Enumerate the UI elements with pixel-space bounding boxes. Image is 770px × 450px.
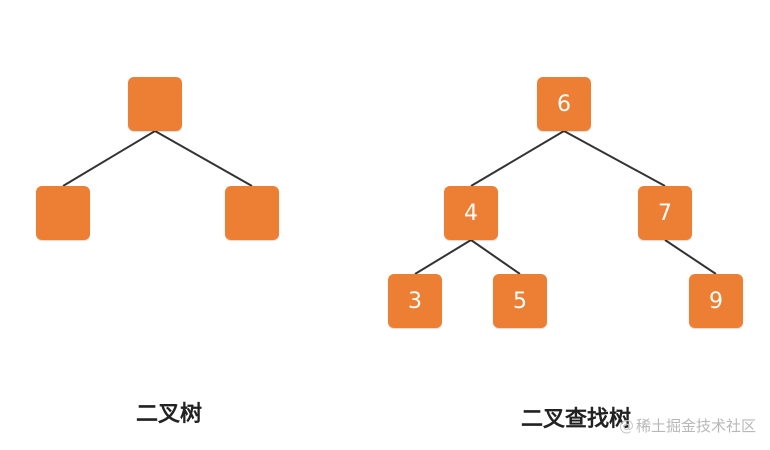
- edge-bst-6-7: [563, 130, 666, 187]
- bst-node-3: 3: [388, 274, 442, 328]
- bt-right-node: [225, 186, 279, 240]
- edge-bst-4-5: [470, 239, 521, 275]
- bt-root-node: [128, 77, 182, 131]
- watermark: @稀土掘金技术社区: [619, 415, 756, 436]
- watermark-text: 稀土掘金技术社区: [635, 417, 756, 435]
- edge-bst-6-4: [470, 130, 565, 187]
- edge-bst-4-3: [414, 239, 472, 275]
- bst-caption: 二叉查找树: [521, 407, 632, 432]
- binary-tree-caption: 二叉树: [136, 402, 203, 427]
- edge-bt-root-right: [154, 130, 253, 187]
- watermark-mark: @: [618, 417, 634, 435]
- bst-node-4: 4: [444, 186, 498, 240]
- bt-left-node: [36, 186, 90, 240]
- bst-node-7: 7: [638, 186, 692, 240]
- bst-node-6: 6: [537, 77, 591, 131]
- bst-node-9: 9: [689, 274, 743, 328]
- bst-node-5: 5: [493, 274, 547, 328]
- edge-bt-root-left: [62, 130, 156, 187]
- edge-bst-7-9: [664, 239, 717, 275]
